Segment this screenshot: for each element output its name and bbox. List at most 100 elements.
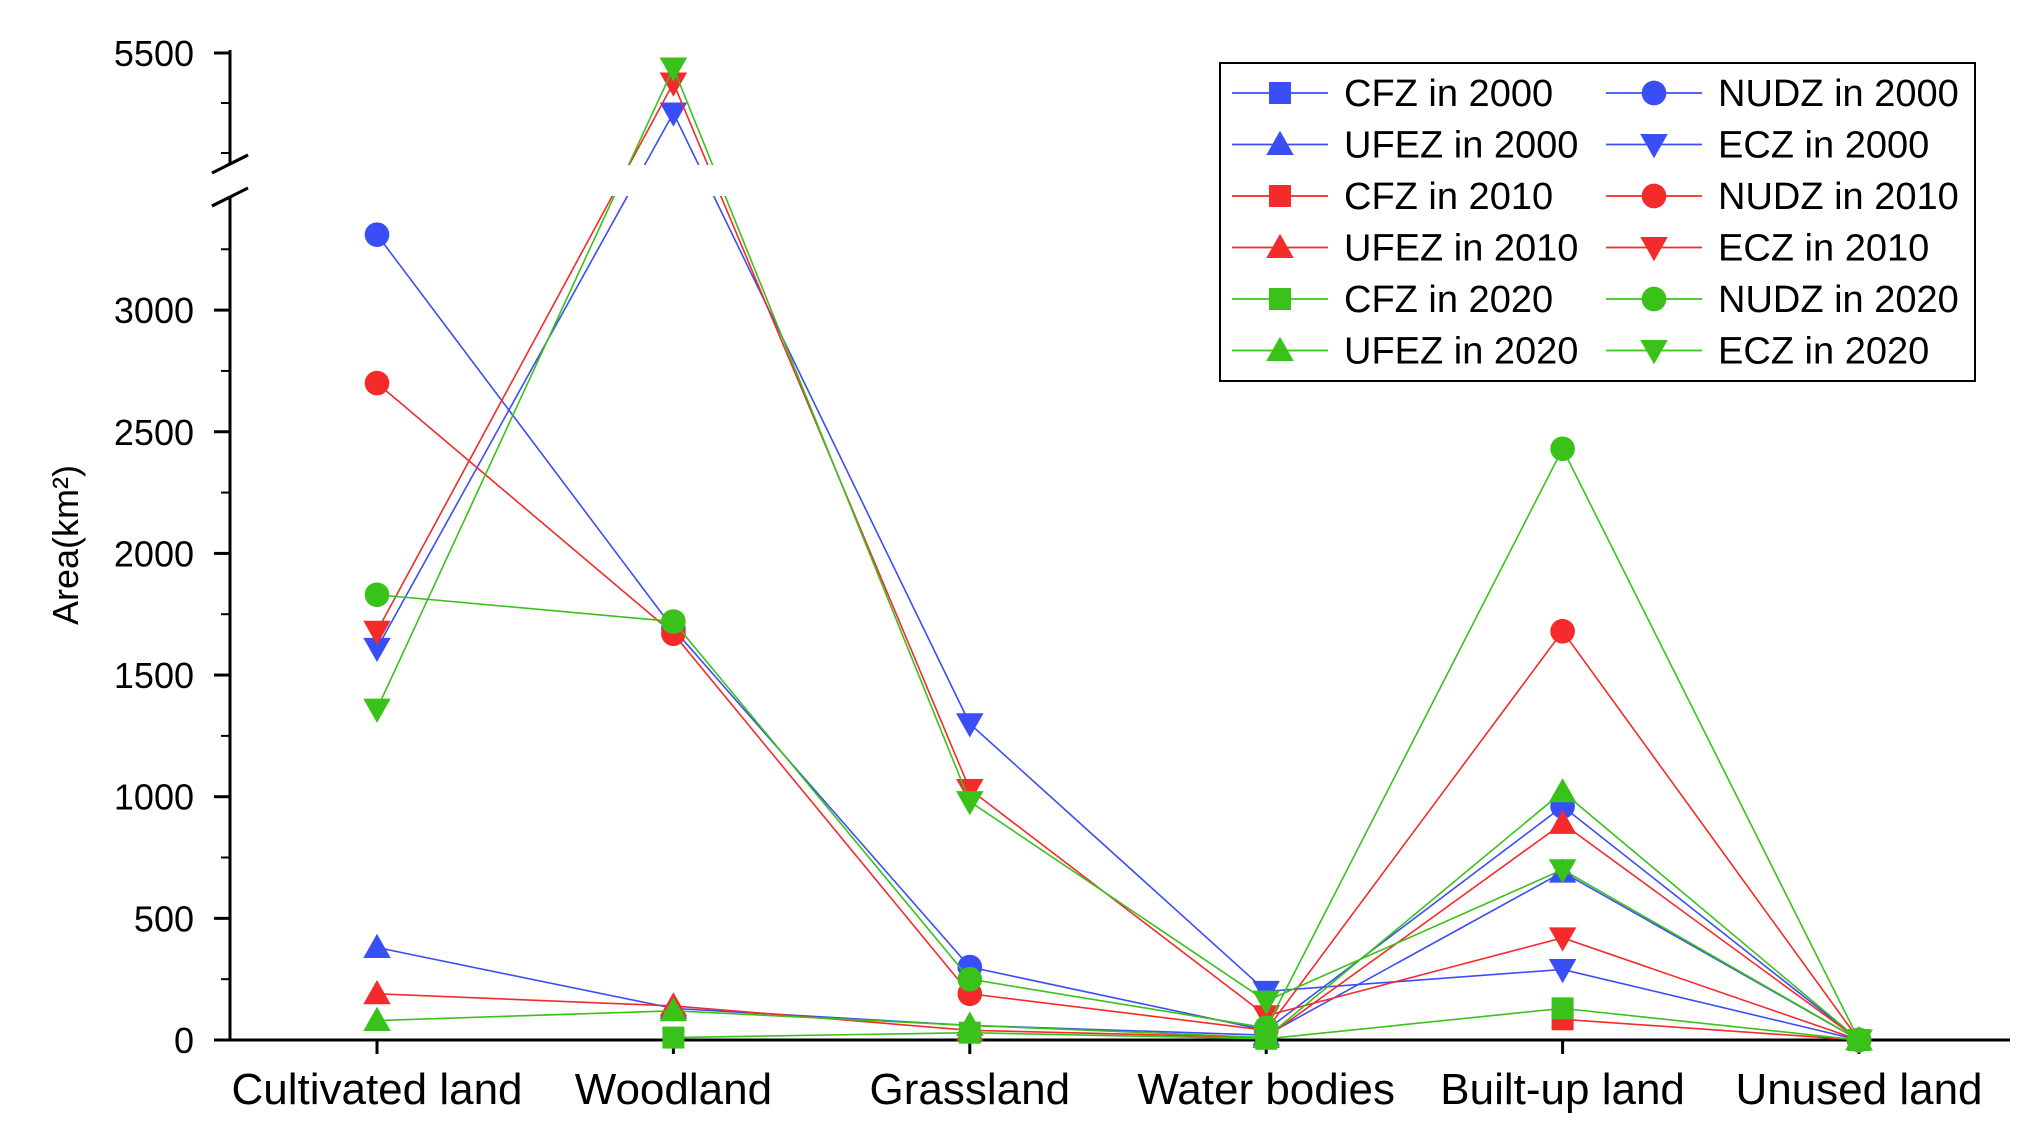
data-point [1252,1023,1280,1049]
x-tick-label: Cultivated land [231,1065,522,1114]
legend-item: ECZ in 2010 [1606,228,1929,270]
data-point [363,980,391,1005]
data-point [1548,859,1577,884]
series-ufez-2020 [363,778,1873,1051]
y-tick-label: 0 [174,1020,194,1061]
legend-marker [1269,288,1291,310]
data-point [363,637,391,663]
x-tick-label: Built-up land [1440,1065,1685,1114]
legend-label: NUDZ in 2020 [1718,279,1959,321]
legend-label: NUDZ in 2000 [1718,73,1959,115]
data-point [659,72,688,97]
legend-label: UFEZ in 2020 [1344,331,1578,373]
data-point [1550,436,1575,462]
data-point [662,1026,685,1049]
legend-item: NUDZ in 2000 [1606,73,1959,115]
series-cfz-2010 [1551,1008,1870,1051]
series-line [376,382,1860,1041]
legend-item: ECZ in 2000 [1606,125,1929,167]
legend-label: CFZ in 2010 [1344,176,1553,218]
legend-item: CFZ in 2010 [1232,176,1553,218]
legend-item: ECZ in 2020 [1606,331,1929,373]
legend-label: UFEZ in 2010 [1344,228,1578,270]
series-line [376,871,1860,1041]
data-point [661,609,686,634]
legend-label: ECZ in 2020 [1718,331,1929,373]
data-point [1548,927,1577,952]
series-line [376,447,1860,1041]
x-tick-label: Grassland [870,1065,1071,1114]
legend-label: NUDZ in 2010 [1718,176,1959,218]
data-point [956,1011,984,1036]
y-ticks: 0 500 1000 1500 2000 2500 3000 5500 [114,33,230,1061]
series-ufez-2000 [363,858,1873,1051]
legend-marker [1640,340,1668,365]
data-point [363,620,391,646]
x-tick-label: Woodland [575,1065,772,1114]
data-point [956,713,984,738]
y-tick-label: 1000 [114,777,194,818]
series-nudz-2010 [364,370,1872,1053]
series-line [376,790,1860,1041]
series-layer [363,57,1873,1054]
axis-break-mark [211,153,249,175]
legend-item: NUDZ in 2020 [1606,279,1959,321]
series-line [376,111,1860,1041]
data-point [957,966,983,992]
series-line [1562,1018,1860,1041]
legend-label: ECZ in 2010 [1718,228,1929,270]
data-point [1548,809,1577,834]
y-tick-label: 2000 [114,533,194,574]
data-point [659,102,688,127]
y-tick-label: 500 [134,898,194,939]
data-point [1548,958,1577,984]
data-point [364,370,390,396]
y-tick-label: 5500 [114,33,194,74]
data-point [1550,618,1575,644]
data-point [1845,1029,1873,1054]
y-tick-label: 2500 [114,412,194,453]
x-tick-label: Unused land [1735,1065,1982,1114]
data-point [364,222,390,247]
legend-item: NUDZ in 2010 [1606,176,1959,218]
data-point [1252,990,1280,1015]
legend-item: CFZ in 2020 [1232,279,1553,321]
data-point [363,1006,391,1031]
axis-break-mark [211,186,249,208]
x-tick-label: Water bodies [1137,1065,1395,1114]
y-tick-label: 3000 [114,290,194,331]
legend-box [1219,62,1976,382]
legend-marker [1266,233,1294,258]
legend-marker [1269,185,1291,207]
axes: Cultivated land Woodland Grassland Water bo… [211,50,2010,1114]
legend-marker [1266,336,1294,361]
legend-label: ECZ in 2000 [1718,125,1929,167]
series-line [376,822,1860,1041]
legend-marker [1641,286,1667,312]
data-point [1548,778,1577,803]
data-point [1551,997,1574,1020]
data-point [363,698,391,723]
legend-marker [1266,130,1294,155]
legend-marker [1269,82,1291,104]
legend-item: CFZ in 2000 [1232,73,1553,115]
legend-label: UFEZ in 2000 [1344,125,1578,167]
y-axis-title: Area(km²) [45,465,86,625]
data-point [659,997,688,1022]
legend-marker [1641,80,1667,106]
legend-item: UFEZ in 2010 [1232,228,1578,270]
data-point [364,582,390,608]
legend-marker [1641,183,1667,209]
data-point [659,57,688,82]
data-point [956,791,984,816]
legend-label: CFZ in 2020 [1344,279,1553,321]
y-tick-label: 1500 [114,655,194,696]
legend-marker [1640,237,1668,262]
legend-item: UFEZ in 2020 [1232,331,1578,373]
data-point [363,933,391,958]
legend-marker [1640,134,1668,159]
legend-item: UFEZ in 2000 [1232,125,1578,167]
legend-label: CFZ in 2000 [1344,73,1553,115]
